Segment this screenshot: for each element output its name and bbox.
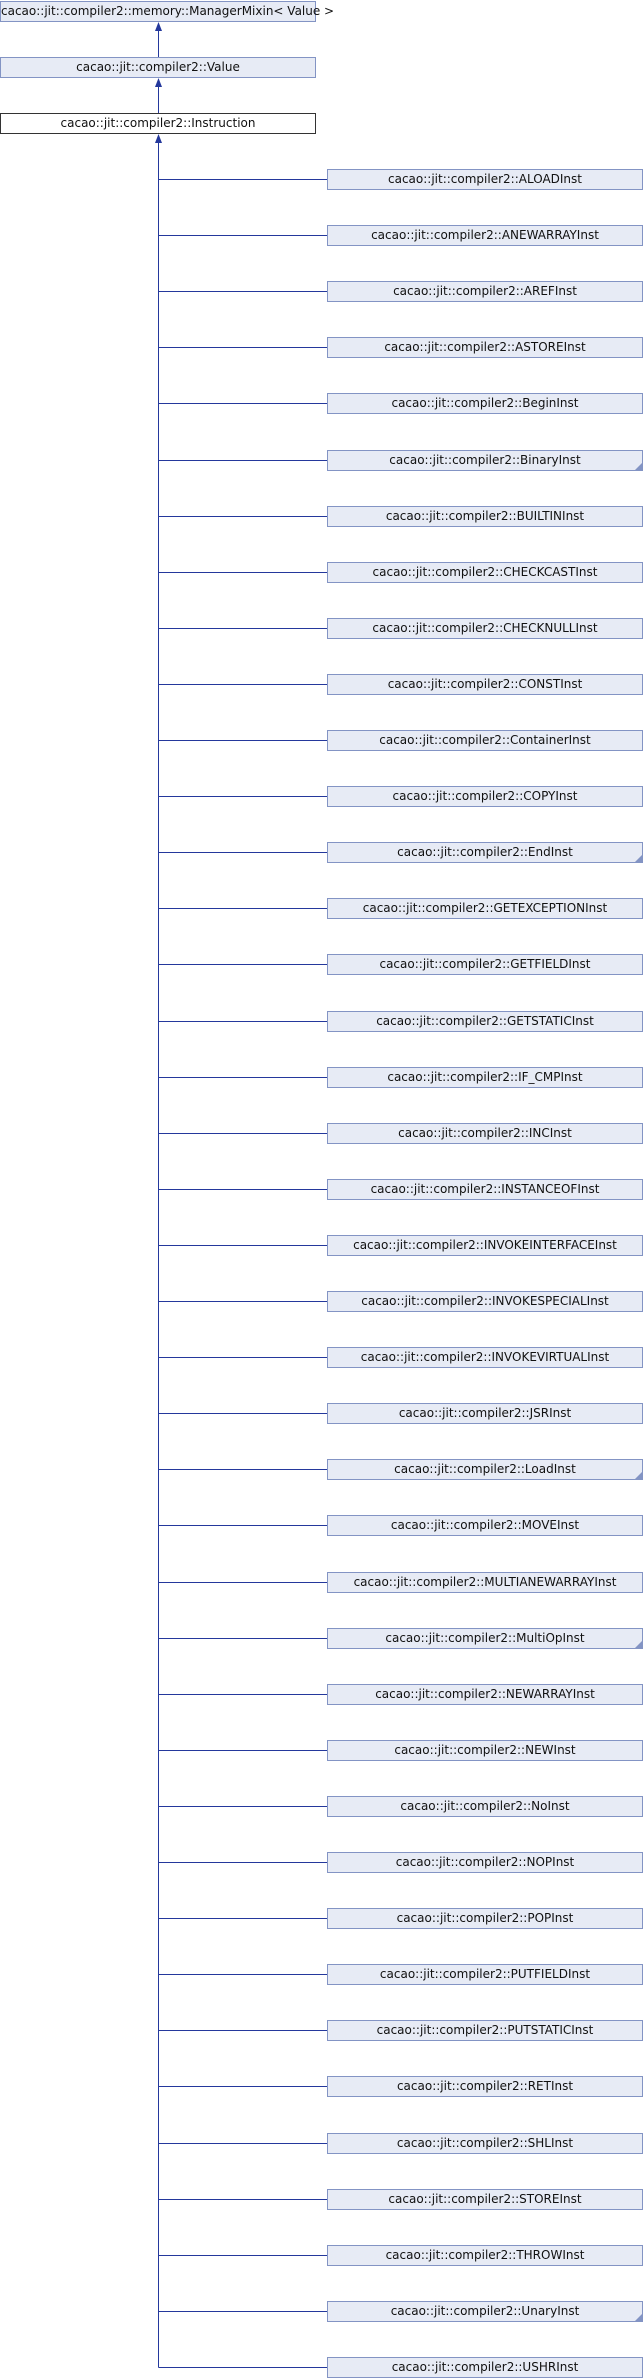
node-label: cacao::jit::compiler2::POPInst xyxy=(396,1911,574,1925)
node-label: cacao::jit::compiler2::NEWARRAYInst xyxy=(375,1687,595,1701)
derived-class-node[interactable]: cacao::jit::compiler2::INCInst xyxy=(327,1123,643,1144)
node-label: cacao::jit::compiler2::STOREInst xyxy=(388,2192,582,2206)
derived-class-node[interactable]: cacao::jit::compiler2::UnaryInst xyxy=(327,2301,643,2322)
derived-class-node[interactable]: cacao::jit::compiler2::GETFIELDInst xyxy=(327,954,643,975)
node-label: cacao::jit::compiler2::INVOKEINTERFACEIn… xyxy=(353,1238,617,1252)
node-label: cacao::jit::compiler2::CONSTInst xyxy=(387,677,583,691)
derived-class-node[interactable]: cacao::jit::compiler2::NEWInst xyxy=(327,1740,643,1761)
node-label: cacao::jit::compiler2::BinaryInst xyxy=(389,453,581,467)
node-label: cacao::jit::compiler2::memory::ManagerMi… xyxy=(1,4,335,18)
node-label: cacao::jit::compiler2::RETInst xyxy=(396,2079,574,2093)
derived-class-node[interactable]: cacao::jit::compiler2::ANEWARRAYInst xyxy=(327,225,643,246)
arrowhead-instruction xyxy=(155,134,162,143)
derived-class-node[interactable]: cacao::jit::compiler2::BinaryInst xyxy=(327,450,643,471)
node-label: cacao::jit::compiler2::MultiOpInst xyxy=(385,1631,585,1645)
derived-class-node[interactable]: cacao::jit::compiler2::BUILTINInst xyxy=(327,506,643,527)
base-class-managermixin[interactable]: cacao::jit::compiler2::memory::ManagerMi… xyxy=(0,1,334,22)
node-label: cacao::jit::compiler2::INSTANCEOFInst xyxy=(370,1182,600,1196)
node-label: cacao::jit::compiler2::BeginInst xyxy=(391,396,579,410)
node-label: cacao::jit::compiler2::MOVEInst xyxy=(390,1518,580,1532)
derived-class-node[interactable]: cacao::jit::compiler2::INVOKEVIRTUALInst xyxy=(327,1347,643,1368)
derived-class-node[interactable]: cacao::jit::compiler2::NoInst xyxy=(327,1796,643,1817)
has-children-marker xyxy=(635,1641,642,1648)
derived-class-node[interactable]: cacao::jit::compiler2::MULTIANEWARRAYIns… xyxy=(327,1572,643,1593)
has-children-marker xyxy=(635,463,642,470)
node-label: cacao::jit::compiler2::GETSTATICInst xyxy=(376,1014,594,1028)
node-label: cacao::jit::compiler2::Value xyxy=(76,60,240,74)
derived-class-node[interactable]: cacao::jit::compiler2::IF_CMPInst xyxy=(327,1067,643,1088)
derived-class-node[interactable]: cacao::jit::compiler2::PUTSTATICInst xyxy=(327,2020,643,2041)
derived-class-node[interactable]: cacao::jit::compiler2::MOVEInst xyxy=(327,1515,643,1536)
node-label: cacao::jit::compiler2::NoInst xyxy=(400,1799,570,1813)
has-children-marker xyxy=(635,855,642,862)
node-label: cacao::jit::compiler2::MULTIANEWARRAYIns… xyxy=(353,1575,617,1589)
node-label: cacao::jit::compiler2::COPYInst xyxy=(392,789,578,803)
derived-class-node[interactable]: cacao::jit::compiler2::STOREInst xyxy=(327,2189,643,2210)
node-label: cacao::jit::compiler2::GETFIELDInst xyxy=(379,957,591,971)
node-label: cacao::jit::compiler2::SHLInst xyxy=(396,2136,574,2150)
derived-class-node[interactable]: cacao::jit::compiler2::SHLInst xyxy=(327,2133,643,2154)
node-label: cacao::jit::compiler2::CHECKCASTInst xyxy=(372,565,598,579)
node-label: cacao::jit::compiler2::THROWInst xyxy=(385,2248,585,2262)
arrowhead-value xyxy=(155,78,162,87)
has-children-marker xyxy=(635,2314,642,2321)
node-label: cacao::jit::compiler2::UnaryInst xyxy=(390,2304,580,2318)
node-label: cacao::jit::compiler2::IF_CMPInst xyxy=(387,1070,583,1084)
derived-class-node[interactable]: cacao::jit::compiler2::EndInst xyxy=(327,842,643,863)
derived-class-node[interactable]: cacao::jit::compiler2::LoadInst xyxy=(327,1459,643,1480)
node-label: cacao::jit::compiler2::JSRInst xyxy=(398,1406,572,1420)
derived-class-node[interactable]: cacao::jit::compiler2::ASTOREInst xyxy=(327,337,643,358)
node-label: cacao::jit::compiler2::ANEWARRAYInst xyxy=(371,228,599,242)
base-class-value[interactable]: cacao::jit::compiler2::Value xyxy=(0,57,316,78)
node-label: cacao::jit::compiler2::ASTOREInst xyxy=(384,340,586,354)
derived-class-node[interactable]: cacao::jit::compiler2::ALOADInst xyxy=(327,169,643,190)
derived-class-node[interactable]: cacao::jit::compiler2::CHECKCASTInst xyxy=(327,562,643,583)
derived-class-node[interactable]: cacao::jit::compiler2::COPYInst xyxy=(327,786,643,807)
node-label: cacao::jit::compiler2::ALOADInst xyxy=(388,172,582,186)
node-label: cacao::jit::compiler2::EndInst xyxy=(397,845,573,859)
derived-class-node[interactable]: cacao::jit::compiler2::CHECKNULLInst xyxy=(327,618,643,639)
node-label: cacao::jit::compiler2::GETEXCEPTIONInst xyxy=(362,901,608,915)
node-label: cacao::jit::compiler2::INCInst xyxy=(398,1126,572,1140)
node-label: cacao::jit::compiler2::CHECKNULLInst xyxy=(372,621,598,635)
derived-class-node[interactable]: cacao::jit::compiler2::MultiOpInst xyxy=(327,1628,643,1649)
derived-class-node[interactable]: cacao::jit::compiler2::GETSTATICInst xyxy=(327,1011,643,1032)
node-label: cacao::jit::compiler2::NEWInst xyxy=(394,1743,576,1757)
node-label: cacao::jit::compiler2::Instruction xyxy=(60,116,256,130)
node-label: cacao::jit::compiler2::ContainerInst xyxy=(379,733,591,747)
derived-class-node[interactable]: cacao::jit::compiler2::INSTANCEOFInst xyxy=(327,1179,643,1200)
node-label: cacao::jit::compiler2::INVOKEVIRTUALInst xyxy=(360,1350,610,1364)
node-label: cacao::jit::compiler2::PUTSTATICInst xyxy=(376,2023,594,2037)
derived-class-node[interactable]: cacao::jit::compiler2::GETEXCEPTIONInst xyxy=(327,898,643,919)
node-label: cacao::jit::compiler2::USHRInst xyxy=(391,2360,579,2374)
node-label: cacao::jit::compiler2::AREFInst xyxy=(393,284,577,298)
derived-class-node[interactable]: cacao::jit::compiler2::POPInst xyxy=(327,1908,643,1929)
derived-class-node[interactable]: cacao::jit::compiler2::JSRInst xyxy=(327,1403,643,1424)
derived-class-node[interactable]: cacao::jit::compiler2::AREFInst xyxy=(327,281,643,302)
derived-class-node[interactable]: cacao::jit::compiler2::CONSTInst xyxy=(327,674,643,695)
derived-class-node[interactable]: cacao::jit::compiler2::RETInst xyxy=(327,2076,643,2097)
node-label: cacao::jit::compiler2::NOPInst xyxy=(395,1855,575,1869)
derived-class-node[interactable]: cacao::jit::compiler2::USHRInst xyxy=(327,2357,643,2378)
derived-class-node[interactable]: cacao::jit::compiler2::ContainerInst xyxy=(327,730,643,751)
arrowhead-managermixin xyxy=(155,22,162,31)
current-class-instruction: cacao::jit::compiler2::Instruction xyxy=(0,113,316,134)
derived-class-node[interactable]: cacao::jit::compiler2::PUTFIELDInst xyxy=(327,1964,643,1985)
node-label: cacao::jit::compiler2::LoadInst xyxy=(394,1462,576,1476)
derived-class-node[interactable]: cacao::jit::compiler2::INVOKESPECIALInst xyxy=(327,1291,643,1312)
derived-class-node[interactable]: cacao::jit::compiler2::BeginInst xyxy=(327,393,643,414)
derived-class-node[interactable]: cacao::jit::compiler2::NEWARRAYInst xyxy=(327,1684,643,1705)
derived-class-node[interactable]: cacao::jit::compiler2::NOPInst xyxy=(327,1852,643,1873)
has-children-marker xyxy=(635,1472,642,1479)
node-label: cacao::jit::compiler2::INVOKESPECIALInst xyxy=(361,1294,609,1308)
node-label: cacao::jit::compiler2::PUTFIELDInst xyxy=(379,1967,591,1981)
node-label: cacao::jit::compiler2::BUILTINInst xyxy=(385,509,585,523)
derived-class-node[interactable]: cacao::jit::compiler2::INVOKEINTERFACEIn… xyxy=(327,1235,643,1256)
derived-class-node[interactable]: cacao::jit::compiler2::THROWInst xyxy=(327,2245,643,2266)
